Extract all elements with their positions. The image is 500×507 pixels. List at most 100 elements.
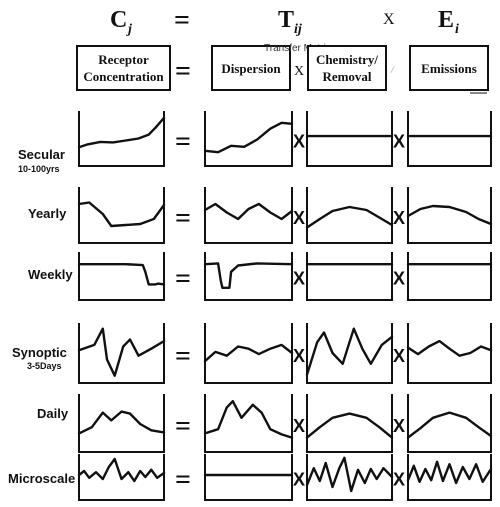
signal-curve-synoptic-receptor bbox=[77, 327, 166, 377]
signal-curve-microscale-emissions bbox=[406, 460, 493, 485]
transfer-matrix-label: Transfer Matrix bbox=[264, 43, 331, 54]
symbol-t-subscript: ij bbox=[294, 22, 302, 37]
panel-frame bbox=[407, 454, 492, 501]
times-sign-daily-2: X bbox=[393, 416, 405, 436]
signal-curve-yearly-emissions bbox=[406, 204, 493, 226]
panel-frame bbox=[407, 323, 492, 384]
times-sign-microscale-1: X bbox=[293, 469, 305, 489]
times-sign-yearly-2: X bbox=[393, 208, 405, 228]
signal-curve-synoptic-emissions bbox=[406, 339, 493, 357]
signal-curve-microscale-receptor bbox=[77, 457, 166, 483]
signal-curve-yearly-receptor bbox=[77, 201, 166, 228]
symbol-c: C bbox=[110, 7, 127, 33]
symbol-e: E bbox=[438, 7, 454, 33]
panel-daily-chemistry bbox=[305, 394, 394, 453]
panel-frame bbox=[306, 323, 393, 384]
panel-frame bbox=[204, 454, 293, 501]
panel-frame bbox=[78, 187, 165, 244]
times-sign-secular-1: X bbox=[293, 131, 305, 151]
chemistry-label-line2: Removal bbox=[322, 69, 371, 84]
panel-synoptic-emissions bbox=[406, 323, 493, 384]
row-secular: = X X bbox=[77, 111, 493, 167]
signal-curve-daily-receptor bbox=[77, 410, 166, 435]
panel-frame bbox=[78, 252, 165, 301]
signal-curve-daily-emissions bbox=[406, 411, 493, 439]
row-synoptic: = X X bbox=[77, 323, 493, 384]
equals-sign-secular: = bbox=[175, 126, 191, 157]
times-sign-microscale-2: X bbox=[393, 469, 405, 489]
panel-frame bbox=[204, 187, 293, 244]
panel-weekly-dispersion bbox=[203, 252, 294, 301]
dispersion-box bbox=[211, 45, 291, 91]
panel-secular-dispersion bbox=[203, 111, 294, 167]
panel-weekly-emissions bbox=[406, 252, 493, 301]
times-sign-weekly-1: X bbox=[293, 268, 305, 288]
panel-microscale-dispersion bbox=[203, 454, 294, 501]
panel-frame bbox=[407, 111, 492, 167]
row-label-yearly: Yearly bbox=[28, 206, 67, 221]
panel-frame bbox=[78, 111, 165, 167]
row-label-weekly: Weekly bbox=[28, 267, 73, 282]
times-sign-synoptic-2: X bbox=[393, 346, 405, 366]
panel-frame bbox=[204, 111, 293, 167]
times-sign-top: X bbox=[383, 11, 395, 28]
panel-synoptic-chemistry bbox=[305, 323, 394, 384]
signal-curve-weekly-receptor bbox=[77, 263, 166, 286]
receptor-concentration-box bbox=[76, 45, 171, 91]
panel-weekly-receptor bbox=[77, 252, 166, 301]
panel-weekly-chemistry bbox=[305, 252, 394, 301]
panel-frame bbox=[204, 394, 293, 453]
panel-frame bbox=[78, 454, 165, 501]
emissions-box bbox=[409, 45, 489, 91]
signal-curve-microscale-chemistry bbox=[305, 456, 394, 493]
panel-daily-emissions bbox=[406, 394, 493, 453]
row-label-synoptic: Synoptic bbox=[12, 345, 67, 360]
signal-curve-synoptic-dispersion bbox=[203, 343, 294, 363]
panel-yearly-chemistry bbox=[305, 187, 394, 244]
panel-yearly-receptor bbox=[77, 187, 166, 244]
signal-curve-daily-dispersion bbox=[203, 400, 294, 439]
receptor-label-line1: Receptor bbox=[98, 52, 149, 67]
signal-curve-secular-receptor bbox=[77, 116, 166, 149]
symbol-t: T bbox=[278, 7, 294, 33]
symbol-c-subscript: j bbox=[126, 22, 132, 37]
signal-curve-secular-dispersion bbox=[203, 121, 294, 154]
panel-microscale-receptor bbox=[77, 454, 166, 501]
row-label-microscale: Microscale bbox=[8, 471, 75, 486]
signal-curve-daily-chemistry bbox=[305, 412, 394, 439]
panel-daily-dispersion bbox=[203, 394, 294, 453]
panel-daily-receptor bbox=[77, 394, 166, 453]
panel-frame bbox=[78, 323, 165, 384]
panel-synoptic-dispersion bbox=[203, 323, 294, 384]
equals-sign-microscale: = bbox=[175, 464, 191, 495]
row-sublabel-secular: 10-100yrs bbox=[18, 164, 60, 174]
panel-secular-receptor bbox=[77, 111, 166, 167]
panel-yearly-emissions bbox=[406, 187, 493, 244]
signal-curve-yearly-chemistry bbox=[305, 205, 394, 229]
panel-frame bbox=[204, 252, 293, 301]
panel-yearly-dispersion bbox=[203, 187, 294, 244]
times-sign-header-1: X bbox=[294, 64, 304, 79]
receptor-label-line2: Concentration bbox=[83, 69, 164, 84]
times-sign-synoptic-1: X bbox=[293, 346, 305, 366]
emissions-label: Emissions bbox=[421, 61, 477, 76]
panel-frame bbox=[306, 187, 393, 244]
panel-frame bbox=[407, 252, 492, 301]
panel-secular-chemistry bbox=[305, 111, 394, 167]
panel-frame bbox=[306, 252, 393, 301]
panel-frame bbox=[407, 394, 492, 453]
times-sign-secular-2: X bbox=[393, 131, 405, 151]
symbol-e-subscript: i bbox=[455, 22, 459, 37]
equals-sign-daily: = bbox=[175, 411, 191, 442]
panel-frame bbox=[306, 111, 393, 167]
equals-sign-top: = bbox=[174, 5, 190, 36]
panel-synoptic-receptor bbox=[77, 323, 166, 384]
equals-sign-synoptic: = bbox=[175, 341, 191, 372]
times-sign-weekly-2: X bbox=[393, 268, 405, 288]
chemistry-label-line1: Chemistry/ bbox=[316, 52, 378, 67]
